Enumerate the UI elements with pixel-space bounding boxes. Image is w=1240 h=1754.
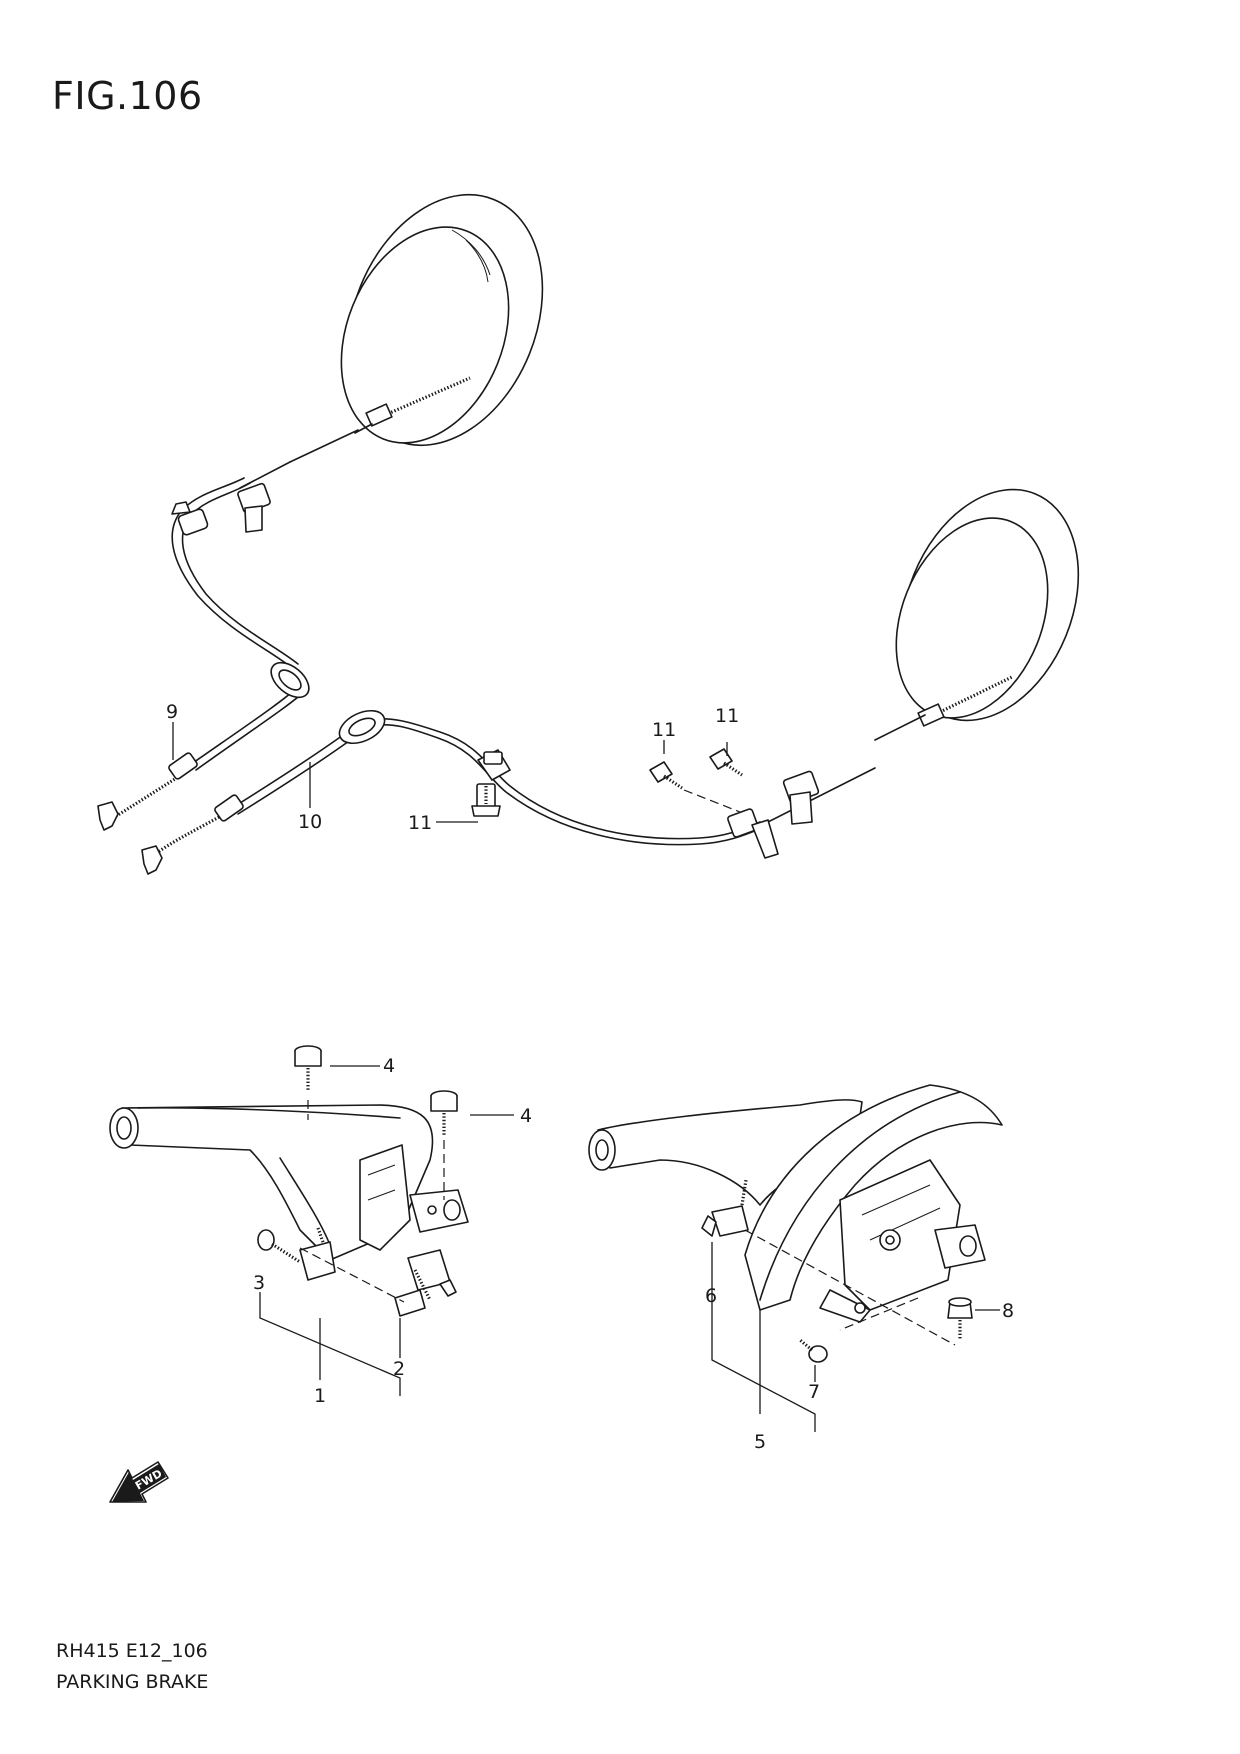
callout-2: 2: [393, 1358, 405, 1380]
screw-3: [257, 1229, 301, 1264]
callout-11-left: 11: [408, 812, 432, 834]
bolt-8: [947, 1297, 973, 1340]
right-cable-end-rod: [874, 675, 1013, 741]
left-brake-drum: [340, 193, 544, 447]
bolt-11-mid: [649, 761, 683, 790]
hand-lever-1: [109, 1104, 469, 1261]
cable-10-bracket-right: [727, 770, 820, 859]
callout-5: 5: [754, 1431, 766, 1453]
ratchet-pawl: [299, 1227, 336, 1281]
lever-cover: [744, 1084, 1003, 1323]
cable-9-grommet: [270, 661, 310, 699]
callout-4-upper: 4: [383, 1055, 395, 1077]
bolt-4-right: [430, 1090, 458, 1200]
callout-9: 9: [166, 701, 178, 723]
left-cable-end-rod: [289, 376, 471, 463]
cable-9: [109, 461, 307, 822]
bolt-11-left: [471, 783, 501, 817]
cable-9-bracket: [171, 482, 271, 536]
hand-lever-5: [588, 1099, 863, 1206]
parking-brake-switch-2: [394, 1249, 457, 1317]
cable-10-clamp-center: [477, 749, 511, 781]
callout-3: 3: [253, 1272, 265, 1294]
callout-1: 1: [314, 1385, 326, 1407]
callout-4-right: 4: [520, 1105, 532, 1127]
bolt-11-right: [709, 748, 743, 777]
cable-10-end-fitting: [141, 794, 244, 875]
callout-8: 8: [1002, 1300, 1014, 1322]
cable-10-grommet: [338, 709, 386, 745]
figure-title: FIG.106: [52, 74, 203, 118]
callout-6: 6: [705, 1285, 717, 1307]
cable-9-end-fitting: [97, 752, 198, 831]
figure-name: PARKING BRAKE: [56, 1671, 209, 1693]
callout-11-mid: 11: [652, 719, 676, 741]
callout-11-right: 11: [715, 705, 739, 727]
callout-10: 10: [298, 811, 322, 833]
bolt-4-upper: [294, 1045, 322, 1120]
figure-code: RH415 E12_106: [56, 1640, 208, 1662]
screw-7: [798, 1338, 828, 1363]
callout-7: 7: [808, 1381, 820, 1403]
switch-6: [701, 1179, 749, 1237]
fwd-arrow-icon: FWD: [109, 1461, 169, 1503]
right-brake-drum: [895, 488, 1080, 722]
